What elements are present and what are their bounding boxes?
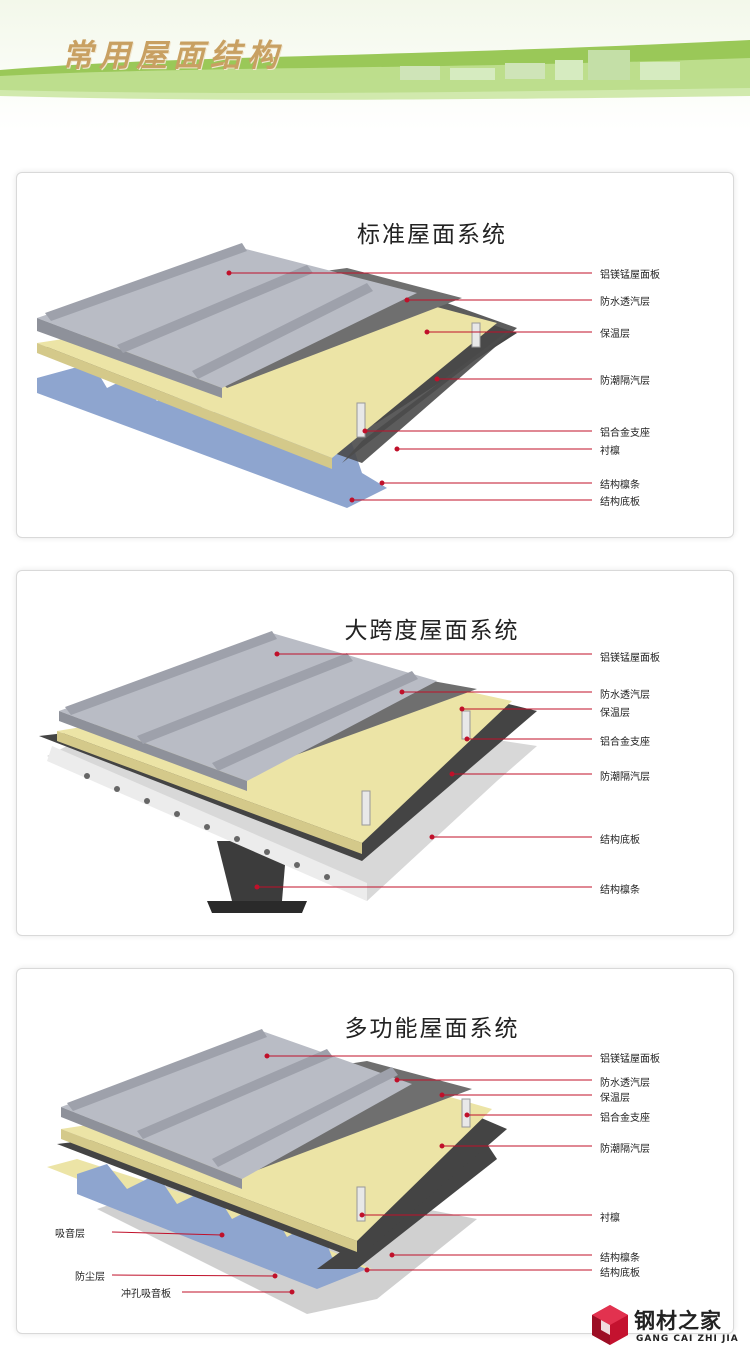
layer-label: 铝镁锰屋面板: [600, 1054, 660, 1065]
layer-label: 结构檩条: [600, 1253, 640, 1264]
layer-label-left: 冲孔吸音板: [121, 1289, 171, 1300]
layer-label: 铝镁锰屋面板: [600, 653, 660, 664]
layer-label: 防水透汽层: [600, 690, 650, 701]
layer-label: 结构檩条: [600, 885, 640, 896]
layer-label: 铝镁锰屋面板: [600, 270, 660, 281]
layer-label: 保温层: [600, 329, 630, 340]
brand-logo: 钢材之家 GANG CAI ZHI JIA: [590, 1303, 740, 1353]
layer-label: 铝合金支座: [600, 737, 650, 748]
layer-label: 保温层: [600, 708, 630, 719]
panel-standard-roof: 标准屋面系统 铝镁锰屋面板 防水透汽层 保温层 防潮隔汽层 铝合金支座 衬檩 结…: [16, 172, 734, 538]
roof-diagram-standard: [37, 243, 592, 508]
layer-label: 防潮隔汽层: [600, 376, 650, 387]
roof-diagram-long-span: [39, 631, 592, 913]
layer-label: 防潮隔汽层: [600, 1144, 650, 1155]
logo-text-cn: 钢材之家: [634, 1309, 722, 1333]
layer-label: 铝合金支座: [600, 1113, 650, 1124]
layer-label: 结构底板: [600, 497, 640, 508]
layer-label: 保温层: [600, 1093, 630, 1104]
layer-label: 防潮隔汽层: [600, 772, 650, 783]
roof-diagram-multifunction: [47, 1029, 592, 1314]
layer-label: 结构底板: [600, 835, 640, 846]
layer-label-left: 防尘层: [75, 1272, 105, 1283]
cube-logo-icon: [592, 1305, 628, 1345]
layer-label: 结构檩条: [600, 480, 640, 491]
logo-text-en: GANG CAI ZHI JIA: [636, 1334, 739, 1344]
layer-label: 防水透汽层: [600, 1078, 650, 1089]
panel-multifunction-roof: 多功能屋面系统 铝镁锰屋面板 防水透汽层 保温层: [16, 968, 734, 1334]
panel-title: 大跨度屋面系统: [344, 618, 520, 644]
layer-label: 衬檩: [600, 446, 620, 457]
layer-label: 铝合金支座: [600, 428, 650, 439]
panel-title: 标准屋面系统: [357, 222, 507, 248]
layer-label: 衬檩: [600, 1213, 620, 1224]
header-banner: 常用屋面结构: [0, 0, 750, 130]
layer-label: 结构底板: [600, 1268, 640, 1279]
banner-landscape: [0, 40, 750, 100]
banner-title: 常用屋面结构: [62, 38, 284, 74]
panel-title: 多功能屋面系统: [344, 1016, 520, 1042]
panel-long-span-roof: 大跨度屋面系统 铝镁锰屋面板 防水透汽层 保温: [16, 570, 734, 936]
layer-label: 防水透汽层: [600, 297, 650, 308]
layer-label-left: 吸音层: [55, 1229, 85, 1240]
